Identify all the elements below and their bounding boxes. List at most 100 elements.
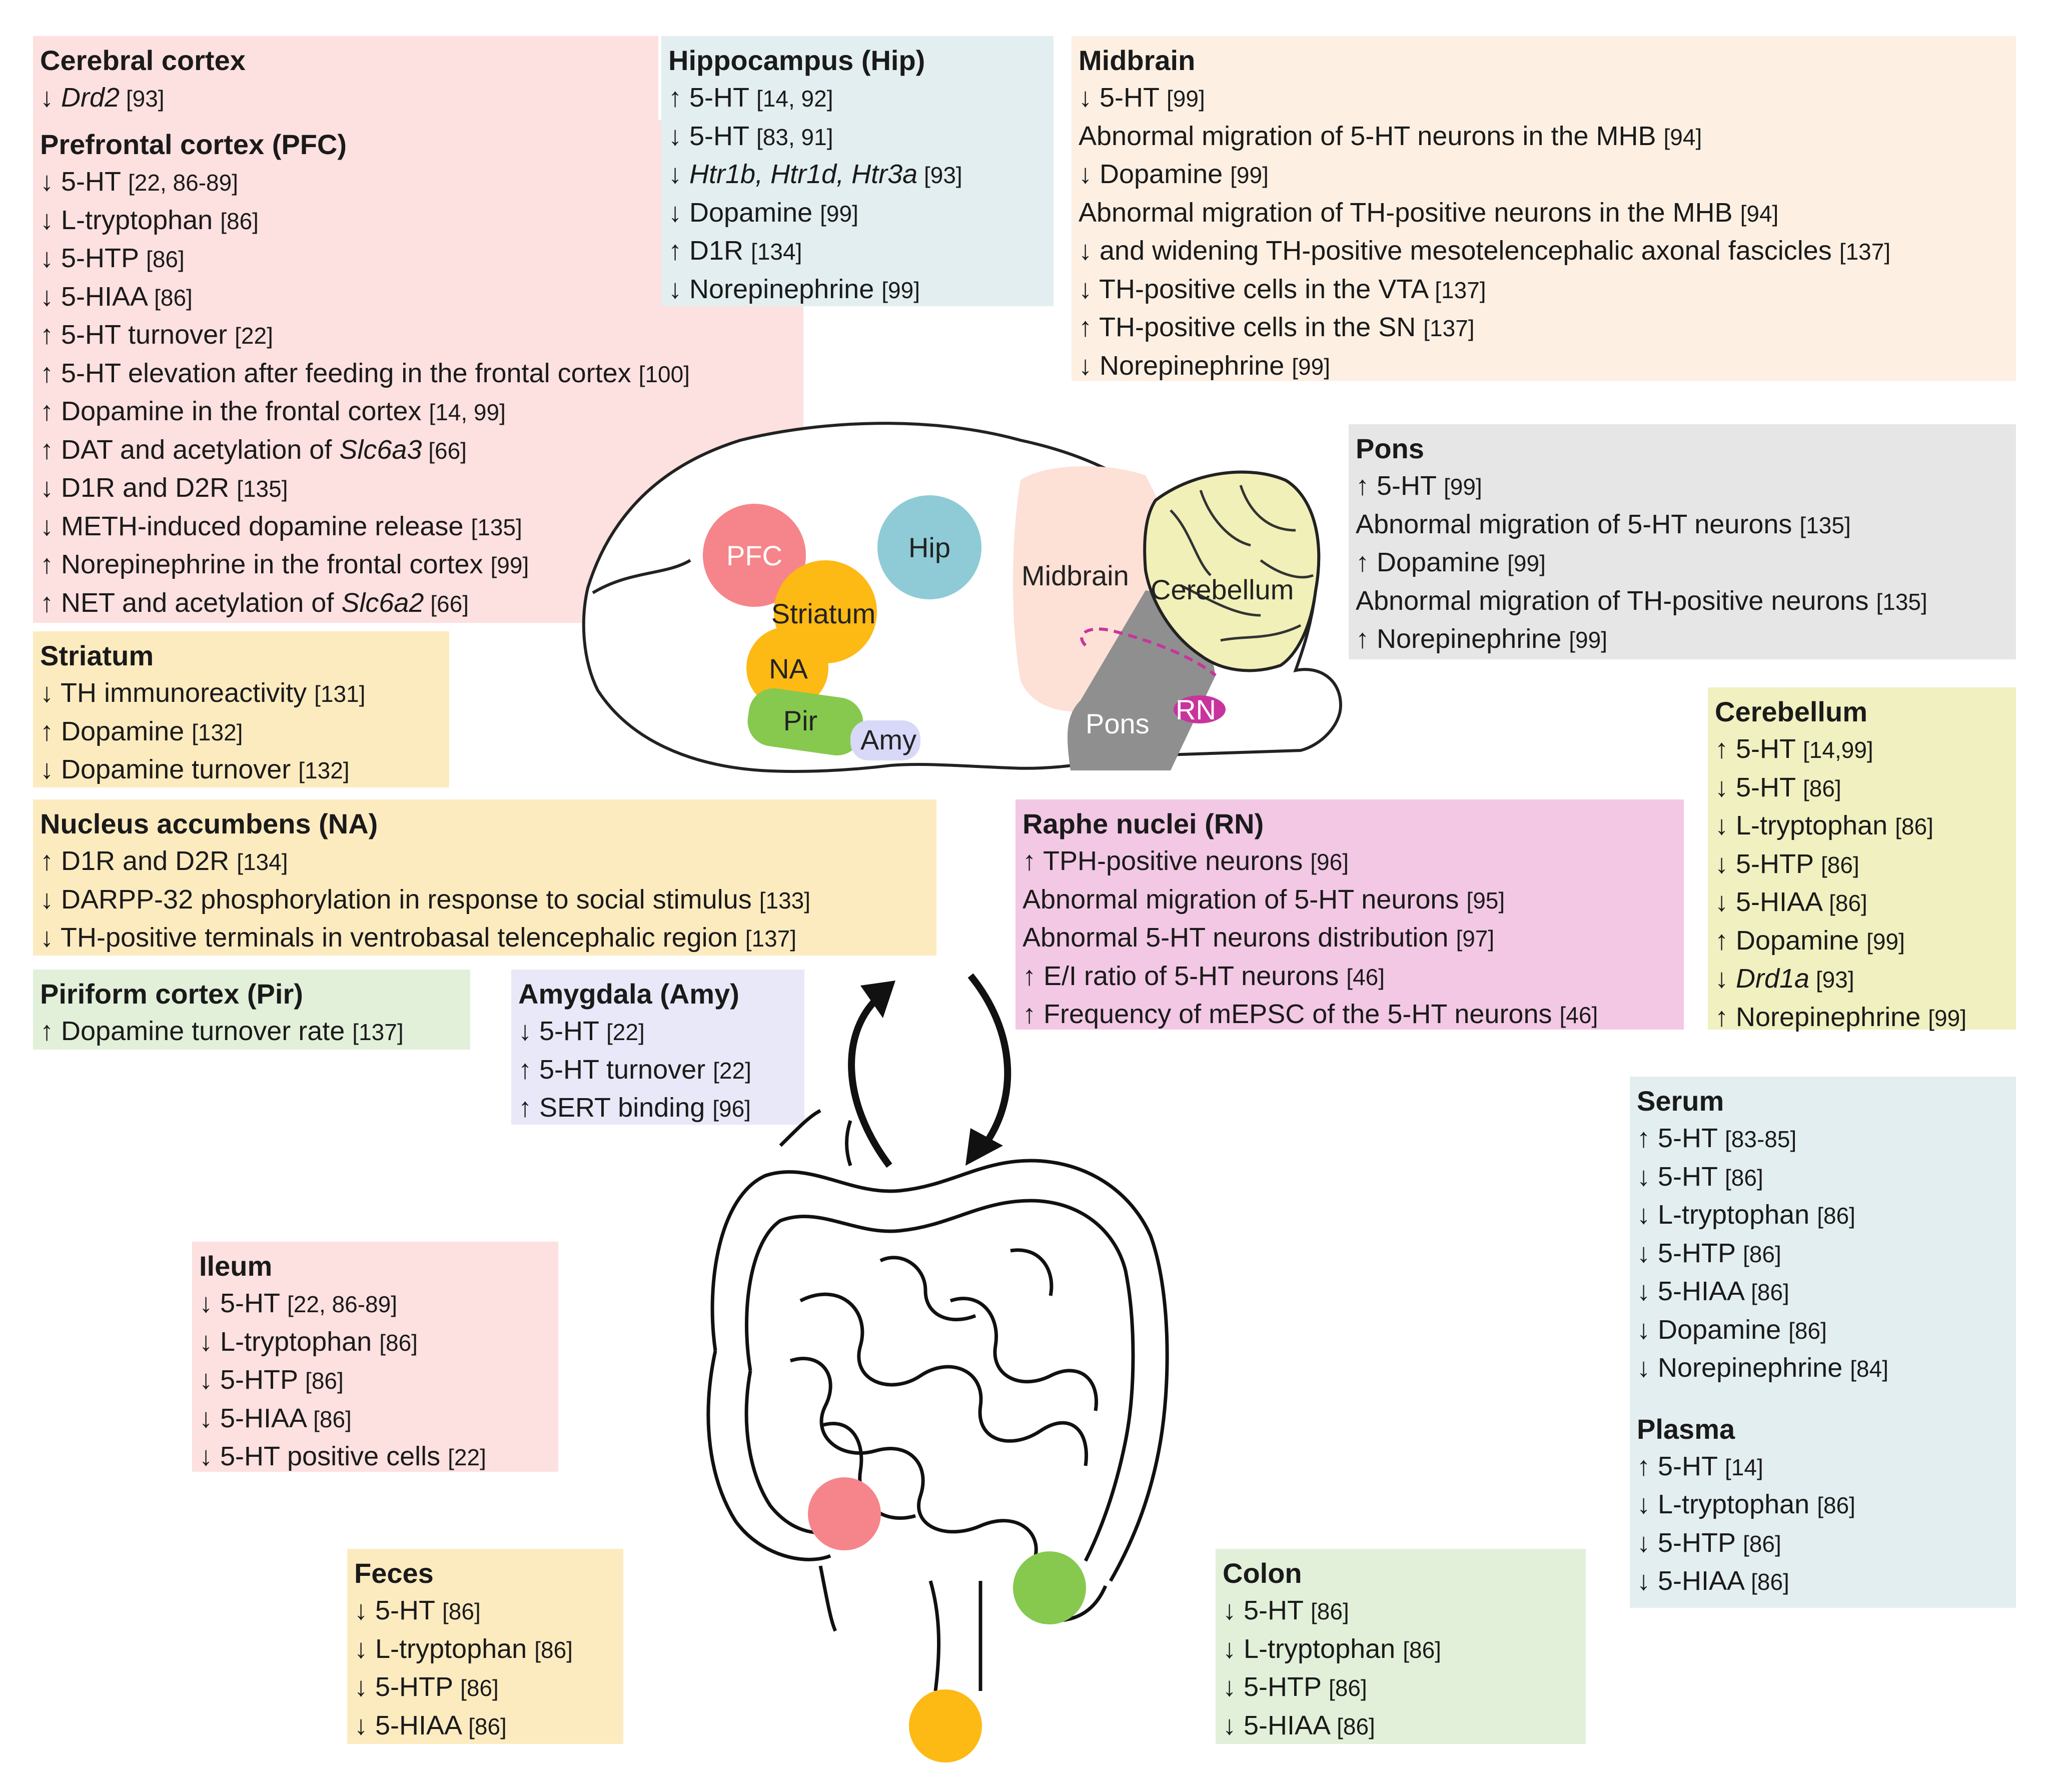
reference: [83-85] xyxy=(1725,1126,1797,1152)
finding-text: ↑ Dopamine xyxy=(40,716,192,746)
finding-line: ↓ L-tryptophan [86] xyxy=(1715,807,2009,845)
finding-text: ↓ 5-HTP xyxy=(1637,1238,1743,1268)
finding-line: ↓ Dopamine [86] xyxy=(1637,1311,2009,1350)
finding-text: ↑ 5-HT xyxy=(668,83,757,113)
finding-line: ↓ 5-HTP [86] xyxy=(40,240,796,278)
label-pir: Pir xyxy=(783,705,817,736)
finding-line: ↑ Norepinephrine [99] xyxy=(1715,999,2009,1037)
finding-line: ↓ Dopamine [99] xyxy=(1079,156,2009,194)
reference: [86] xyxy=(220,208,259,234)
finding-text: ↓ L-tryptophan xyxy=(199,1326,380,1357)
reference: [86] xyxy=(154,284,193,311)
finding-text: ↑ Norepinephrine in the frontal cortex xyxy=(40,549,491,579)
reference: [133] xyxy=(759,887,811,914)
label-rn: RN xyxy=(1176,694,1216,725)
reference: [93] xyxy=(1809,967,1854,993)
nucleus-accumbens-box: Nucleus accumbens (NA)↑ D1R and D2R [134… xyxy=(33,799,936,956)
box-title: Raphe nuclei (RN) xyxy=(1022,808,1264,839)
finding-line: ↑ DAT and acetylation of Slc6a3 [66] xyxy=(40,431,796,470)
finding-text: ↓ xyxy=(1715,964,1736,994)
finding-text: ↓ Norepinephrine xyxy=(668,274,882,304)
finding-line: Abnormal migration of 5-HT neurons [135] xyxy=(1356,506,2009,544)
finding-text: ↓ 5-HTP xyxy=(354,1672,461,1702)
finding-line: ↑ Norepinephrine [99] xyxy=(1356,620,2009,659)
finding-text: ↑ Frequency of mEPSC of the 5-HT neurons xyxy=(1022,999,1560,1029)
label-pons: Pons xyxy=(1086,708,1150,739)
finding-text: Abnormal migration of 5-HT neurons in th… xyxy=(1079,121,1664,151)
finding-line: ↑ TPH-positive neurons [96] xyxy=(1022,842,1677,881)
reference: [99] xyxy=(1507,550,1546,576)
reference: [135] xyxy=(237,476,288,502)
reference: [99] xyxy=(490,552,529,578)
finding-text: ↓ xyxy=(668,159,690,189)
reference: [132] xyxy=(298,757,350,783)
finding-text: ↓ TH immunoreactivity xyxy=(40,678,315,708)
raphe-dashed-outline xyxy=(1080,627,1217,677)
box-title: Midbrain xyxy=(1079,45,1196,76)
label-na: NA xyxy=(769,653,808,684)
raphe-nuclei-box: Raphe nuclei (RN)↑ TPH-positive neurons … xyxy=(1015,799,1684,1030)
finding-line: ↓ L-tryptophan [86] xyxy=(354,1630,616,1669)
finding-line: ↓ 5-HTP [86] xyxy=(199,1361,551,1400)
reference: [14,99] xyxy=(1803,737,1873,763)
box-title: Colon xyxy=(1223,1557,1302,1589)
finding-line: ↓ 5-HT [86] xyxy=(1715,769,2009,807)
finding-text: ↑ Dopamine xyxy=(1715,925,1867,956)
finding-line: ↓ TH-positive cells in the VTA [137] xyxy=(1079,271,2009,309)
label-midbrain: Midbrain xyxy=(1021,560,1129,591)
finding-text: ↓ L-tryptophan xyxy=(1223,1633,1403,1664)
finding-line: Abnormal migration of TH-positive neuron… xyxy=(1079,194,2009,233)
finding-line: ↑ NET and acetylation of Slc6a2 [66] xyxy=(40,584,796,623)
finding-line: ↓ Drd1a [93] xyxy=(1715,960,2009,999)
reference: [135] xyxy=(471,514,522,540)
reference: [137] xyxy=(1839,239,1891,265)
cerebral-cortex-box: Cerebral cortex↓ Drd2 [93] xyxy=(33,36,658,120)
arrow-up-head xyxy=(860,981,895,1018)
finding-line: ↓ Htr1b, Htr1d, Htr3a [93] xyxy=(668,156,1047,194)
reference: [99] xyxy=(1569,627,1607,653)
hippocampus-box: Hippocampus (Hip)↑ 5-HT [14, 92]↓ 5-HT [… xyxy=(661,36,1054,306)
finding-text: ↓ 5-HIAA xyxy=(1223,1710,1337,1740)
reference: [86] xyxy=(1403,1636,1441,1663)
finding-text: ↑ Norepinephrine xyxy=(1356,624,1569,654)
finding-line: ↓ Drd2 [93] xyxy=(40,79,651,118)
finding-line: Abnormal migration of TH-positive neuron… xyxy=(1356,582,2009,621)
reference: [99] xyxy=(881,277,920,303)
box-title: Hippocampus (Hip) xyxy=(668,45,925,76)
box-title: Pons xyxy=(1356,433,1424,464)
finding-line: ↓ 5-HT [22] xyxy=(518,1013,797,1051)
pons-box: Pons↑ 5-HT [99]Abnormal migration of 5-H… xyxy=(1349,424,2016,659)
hip-circle xyxy=(877,495,981,599)
reference: [86] xyxy=(1337,1713,1375,1739)
finding-text: Abnormal migration of 5-HT neurons xyxy=(1022,884,1467,915)
cerebellum-box: Cerebellum↑ 5-HT [14,99]↓ 5-HT [86]↓ L-t… xyxy=(1708,687,2016,1032)
arrow-down-head xyxy=(965,1128,1003,1166)
finding-text: ↓ 5-HTP xyxy=(1637,1527,1743,1558)
reference: [137] xyxy=(1423,315,1475,341)
finding-text: ↓ 5-HT xyxy=(1637,1161,1725,1192)
reference: [96] xyxy=(712,1096,751,1122)
finding-text: ↓ 5-HT positive cells xyxy=(199,1441,448,1471)
label-hip: Hip xyxy=(908,532,950,563)
finding-line: ↓ 5-HIAA [86] xyxy=(1223,1707,1579,1745)
finding-text: ↑ E/I ratio of 5-HT neurons xyxy=(1022,961,1347,991)
reference: [132] xyxy=(192,719,243,745)
reference: [86] xyxy=(468,1713,507,1739)
reference: [86] xyxy=(305,1368,344,1394)
reference: [94] xyxy=(1740,200,1779,227)
finding-text: ↓ Norepinephrine xyxy=(1079,350,1292,381)
reference: [86] xyxy=(1311,1598,1349,1624)
finding-line: ↓ Dopamine [99] xyxy=(668,194,1047,233)
gene-name: Slc6a3 xyxy=(339,434,422,465)
finding-text: Abnormal migration of 5-HT neurons xyxy=(1356,509,1800,539)
box-title: Serum xyxy=(1637,1085,1724,1117)
reference: [86] xyxy=(1817,1203,1855,1229)
pfc-circle xyxy=(703,504,806,607)
reference: [86] xyxy=(1751,1569,1789,1595)
finding-text: ↓ 5-HT xyxy=(518,1016,607,1046)
finding-text: ↑ DAT and acetylation of xyxy=(40,434,340,465)
reference: [86] xyxy=(1743,1241,1781,1267)
cortex-sulcus xyxy=(592,559,691,594)
finding-text: ↓ 5-HTP xyxy=(40,243,147,273)
pir-region xyxy=(747,688,863,755)
